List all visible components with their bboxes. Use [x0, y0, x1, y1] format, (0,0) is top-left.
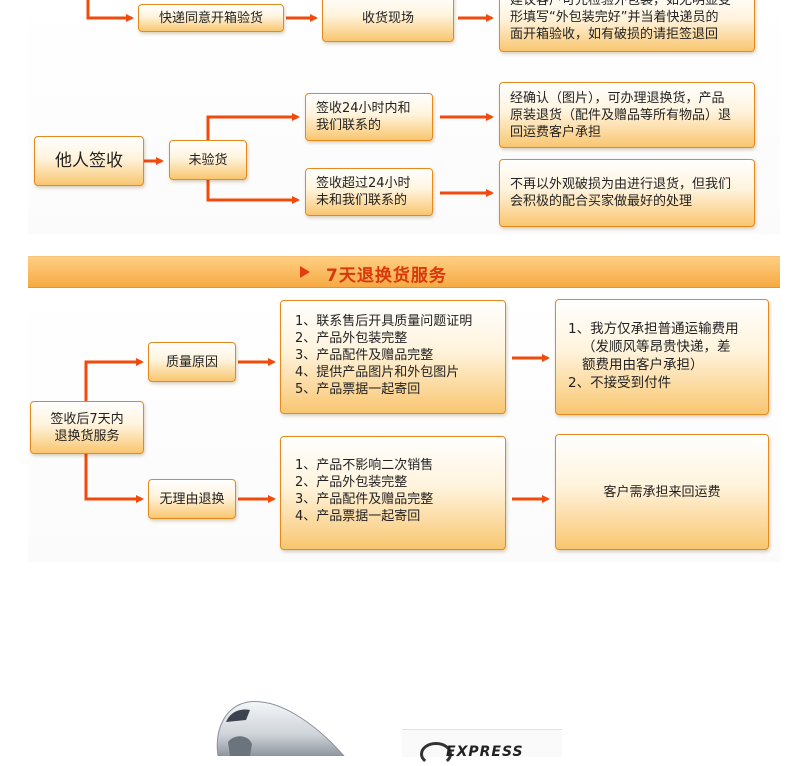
not-inspected-label: 未验货 — [188, 152, 228, 168]
quality-result-line-3: 额费用由客户承担） — [582, 357, 704, 373]
no-reason-result-label: 客户需承担来回运费 — [603, 484, 721, 500]
quality-req-4: 4、提供产品图片和外包图片 — [295, 365, 460, 380]
over-24h-result-line-1: 不再以外观破损为由进行退货，但我们 — [510, 177, 732, 192]
within-24h-result-line-3: 回运费客户承担 — [510, 124, 602, 140]
quality-reason-box: 质量原因 — [148, 342, 236, 382]
courier-open-label: 快递同意开箱验货 — [158, 10, 263, 26]
advice-line-1: 建议客户可先检验外包装，如无明显变 — [510, 0, 732, 8]
seven-day-start-box: 签收后7天内 退换货服务 — [30, 401, 144, 454]
seven-day-line-2: 退换货服务 — [54, 428, 120, 444]
quality-result-line-2: （发顺风等昂贵快递，差 — [582, 339, 731, 355]
advice-line-2: 形填写“外包装完好”并当着快递员的 — [510, 10, 719, 25]
express-logo-text: EXPRESS — [446, 744, 524, 760]
seven-day-line-1: 签收后7天内 — [50, 411, 124, 427]
quality-req-5: 5、产品票据一起寄回 — [295, 382, 421, 397]
no-reason-label: 无理由退换 — [159, 491, 225, 507]
within-24h-box: 签收24小时内和 我们联系的 — [305, 93, 433, 141]
inspection-advice-box: 建议客户可先检验外包装，如无明显变 形填写“外包装完好”并当着快递员的 面开箱验… — [499, 0, 755, 52]
not-inspected-box: 未验货 — [169, 140, 247, 180]
no-reason-req-2: 2、产品外包装完整 — [295, 475, 408, 490]
no-reason-req-3: 3、产品配件及赠品完整 — [295, 492, 434, 507]
quality-req-2: 2、产品外包装完整 — [295, 331, 408, 346]
delivery-site-box: 收货现场 — [322, 0, 454, 42]
quality-result-box: 1、我方仅承担普通运输费用 （发顺风等昂贵快递，差 额费用由客户承担） 2、不接… — [555, 299, 769, 415]
arrow-start-to-noreason — [84, 454, 144, 503]
airplane-engine — [228, 736, 252, 756]
no-reason-box: 无理由退换 — [148, 479, 236, 519]
within-24h-result-line-2: 原装退货（配件及赠品等所有物品）退 — [510, 107, 732, 123]
advice-line-3: 面开箱验收，如有破损的请拒签退回 — [510, 27, 719, 42]
within-24h-result-line-1: 经确认（图片），可办理退换货，产品 — [510, 90, 725, 106]
quality-req-3: 3、产品配件及赠品完整 — [295, 348, 434, 363]
quality-requirements-box: 1、联系售后开具质量问题证明 2、产品外包装完整 3、产品配件及赠品完整 4、提… — [280, 300, 506, 414]
banner-title: 7天退换货服务 — [326, 266, 447, 286]
express-swoosh-icon — [420, 742, 452, 766]
over-24h-box: 签收超过24小时 未和我们联系的 — [305, 168, 433, 216]
express-logo: EXPRESS — [402, 729, 562, 766]
arrow-start-to-quality — [84, 358, 144, 401]
over-24h-line-1: 签收超过24小时 — [316, 176, 411, 191]
delivery-site-label: 收货现场 — [361, 10, 414, 26]
arrow-into-courier — [86, 0, 134, 22]
quality-reason-label: 质量原因 — [165, 354, 218, 370]
quality-result-line-4: 2、不接受到付件 — [568, 375, 672, 391]
courier-open-box: 快递同意开箱验货 — [138, 4, 284, 32]
quality-req-1: 1、联系售后开具质量问题证明 — [295, 314, 473, 329]
over-24h-result-line-2: 会积极的配合买家做最好的处理 — [510, 194, 693, 209]
other-person-sign-box: 他人签收 — [34, 136, 144, 186]
no-reason-result-box: 客户需承担来回运费 — [555, 434, 769, 550]
section-banner: 7天退换货服务 — [28, 256, 780, 288]
banner-play-icon — [300, 266, 310, 278]
within-24h-result-box: 经确认（图片），可办理退换货，产品 原装退货（配件及赠品等所有物品）退 回运费客… — [499, 82, 755, 148]
airplane-cockpit — [226, 709, 250, 722]
other-person-sign-label: 他人签收 — [55, 150, 123, 171]
quality-result-line-1: 1、我方仅承担普通运输费用 — [568, 321, 739, 337]
within-24h-line-1: 签收24小时内和 — [316, 101, 411, 116]
over-24h-result-box: 不再以外观破损为由进行退货，但我们 会积极的配合买家做最好的处理 — [499, 159, 755, 227]
no-reason-req-4: 4、产品票据一起寄回 — [295, 509, 421, 524]
no-reason-requirements-box: 1、产品不影响二次销售 2、产品外包装完整 3、产品配件及赠品完整 4、产品票据… — [280, 436, 506, 550]
over-24h-line-2: 未和我们联系的 — [316, 193, 408, 208]
arrow-branch-within-24h — [206, 113, 300, 140]
arrow-branch-over-24h — [206, 180, 300, 204]
no-reason-req-1: 1、产品不影响二次销售 — [295, 458, 434, 473]
within-24h-line-2: 我们联系的 — [316, 118, 382, 133]
